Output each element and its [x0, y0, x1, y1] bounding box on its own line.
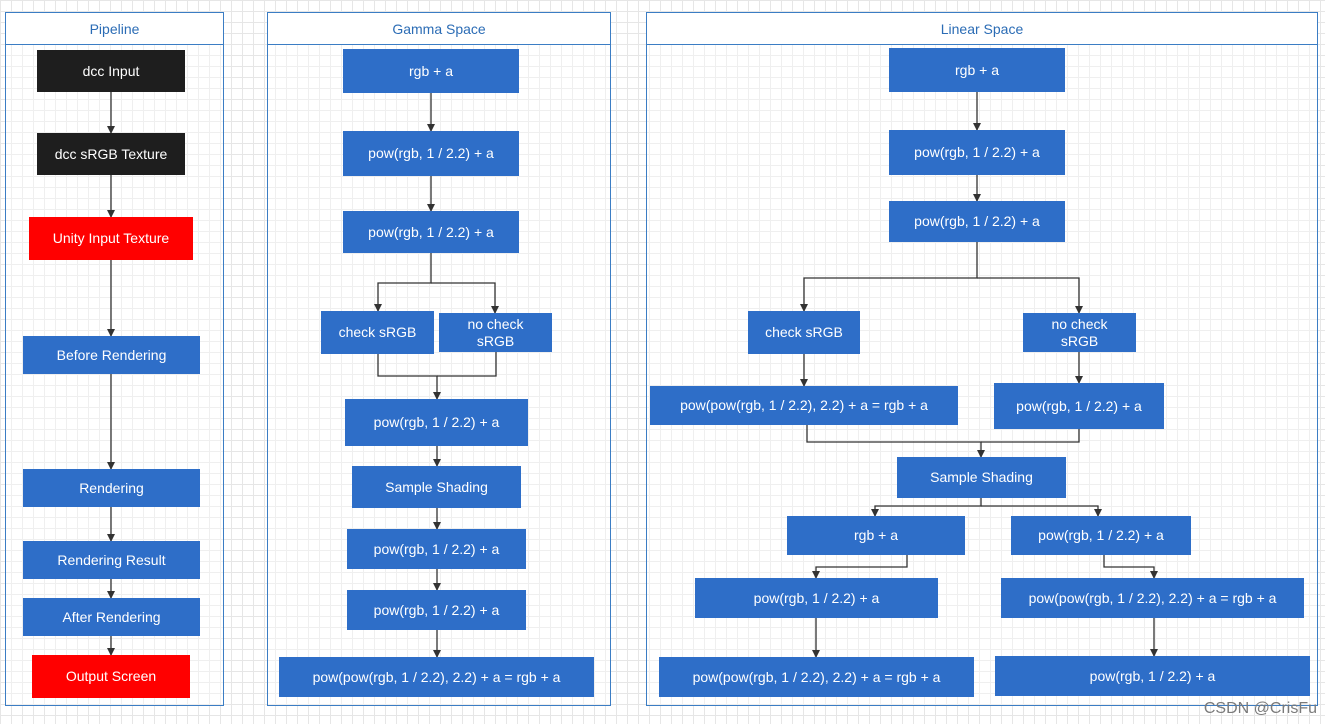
linear-left-final-node: pow(pow(rgb, 1 / 2.2), 2.2) + a = rgb + …: [659, 657, 974, 697]
linear-right-pow-node: pow(rgb, 1 / 2.2) + a: [1011, 516, 1191, 555]
gamma-pow-node-4: pow(rgb, 1 / 2.2) + a: [347, 529, 526, 569]
gamma-final-node: pow(pow(rgb, 1 / 2.2), 2.2) + a = rgb + …: [279, 657, 594, 697]
linear-rgb-a-node: rgb + a: [889, 48, 1065, 92]
linear-no-check-srgb-node: no check sRGB: [1023, 313, 1136, 352]
linear-pow-node-1: pow(rgb, 1 / 2.2) + a: [889, 130, 1065, 175]
linear-right-pow-pow-node: pow(pow(rgb, 1 / 2.2), 2.2) + a = rgb + …: [1001, 578, 1304, 618]
output-screen-node: Output Screen: [32, 655, 190, 698]
dcc-input-node: dcc Input: [37, 50, 185, 92]
gamma-pow-node-3: pow(rgb, 1 / 2.2) + a: [345, 399, 528, 446]
before-rendering-node: Before Rendering: [23, 336, 200, 374]
pipeline-panel-title: Pipeline: [6, 13, 223, 45]
dcc-srgb-texture-node: dcc sRGB Texture: [37, 133, 185, 175]
linear-no-check-result-node: pow(rgb, 1 / 2.2) + a: [994, 383, 1164, 429]
gamma-space-panel-title: Gamma Space: [268, 13, 610, 45]
gamma-sample-shading-node: Sample Shading: [352, 466, 521, 508]
after-rendering-node: After Rendering: [23, 598, 200, 636]
linear-pow-node-2: pow(rgb, 1 / 2.2) + a: [889, 201, 1065, 242]
csdn-watermark: CSDN @CrisFu: [1203, 700, 1317, 717]
linear-sample-shading-node: Sample Shading: [897, 457, 1066, 498]
linear-left-rgb-a-node: rgb + a: [787, 516, 965, 555]
gamma-check-srgb-node: check sRGB: [321, 311, 434, 354]
linear-space-panel-title: Linear Space: [647, 13, 1317, 45]
linear-right-final-node: pow(rgb, 1 / 2.2) + a: [995, 656, 1310, 696]
unity-input-texture-node: Unity Input Texture: [29, 217, 193, 260]
rendering-result-node: Rendering Result: [23, 541, 200, 579]
gamma-rgb-a-node: rgb + a: [343, 49, 519, 93]
linear-check-srgb-node: check sRGB: [748, 311, 860, 354]
gamma-no-check-srgb-node: no check sRGB: [439, 313, 552, 352]
gamma-pow-node-1: pow(rgb, 1 / 2.2) + a: [343, 131, 519, 176]
linear-check-result-node: pow(pow(rgb, 1 / 2.2), 2.2) + a = rgb + …: [650, 386, 958, 425]
linear-left-pow-node: pow(rgb, 1 / 2.2) + a: [695, 578, 938, 618]
gamma-pow-node-5: pow(rgb, 1 / 2.2) + a: [347, 590, 526, 630]
gamma-pow-node-2: pow(rgb, 1 / 2.2) + a: [343, 211, 519, 253]
rendering-node: Rendering: [23, 469, 200, 507]
